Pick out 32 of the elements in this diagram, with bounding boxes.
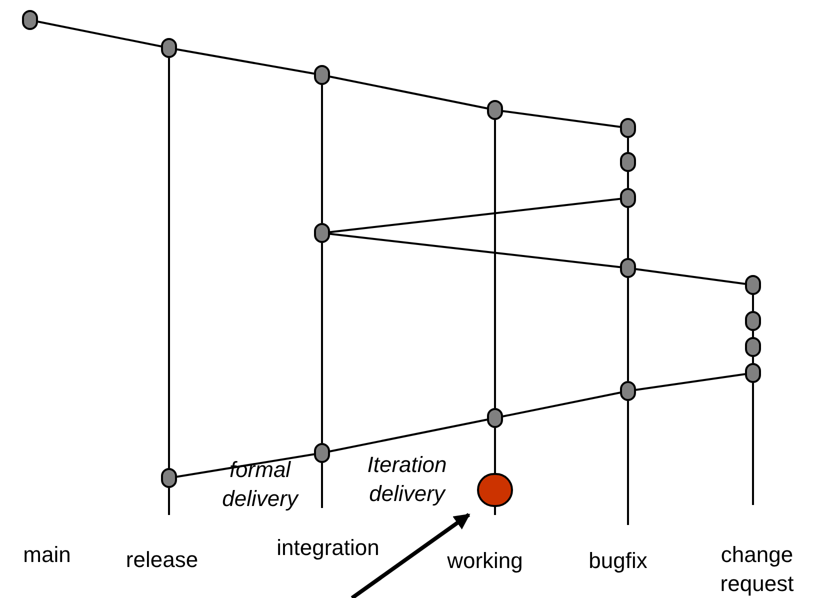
branch-line xyxy=(636,268,746,285)
branch-line xyxy=(502,110,620,128)
branch-line xyxy=(627,278,629,381)
branch-label: integration xyxy=(276,534,380,562)
branch-line xyxy=(502,392,620,418)
branch-label: main xyxy=(22,541,72,569)
branch-label: bugfix xyxy=(588,547,648,575)
branch-line xyxy=(330,76,488,110)
branch-label: working xyxy=(446,547,524,575)
branch-line xyxy=(330,418,488,452)
branch-line xyxy=(494,120,496,408)
branch-label: change request xyxy=(719,541,795,598)
branch-line xyxy=(321,243,323,443)
branch-line xyxy=(627,172,629,188)
branch-line xyxy=(627,138,629,152)
branch-line xyxy=(38,20,162,48)
branch-line xyxy=(752,357,754,363)
branch-line xyxy=(330,198,620,234)
delivery-label: formal delivery xyxy=(221,456,300,513)
branch-line xyxy=(321,85,323,223)
delivery-label: Iteration delivery xyxy=(366,451,448,508)
branch-line xyxy=(176,48,314,75)
arrow xyxy=(350,512,470,598)
branch-line xyxy=(494,428,496,473)
branch-line xyxy=(752,331,754,337)
branch-line xyxy=(168,58,170,468)
branch-line xyxy=(752,295,754,311)
branch-line xyxy=(330,232,620,268)
branch-line xyxy=(636,373,746,391)
branch-line xyxy=(176,453,314,478)
branch-label: release xyxy=(124,546,200,574)
branch-line xyxy=(627,208,629,258)
